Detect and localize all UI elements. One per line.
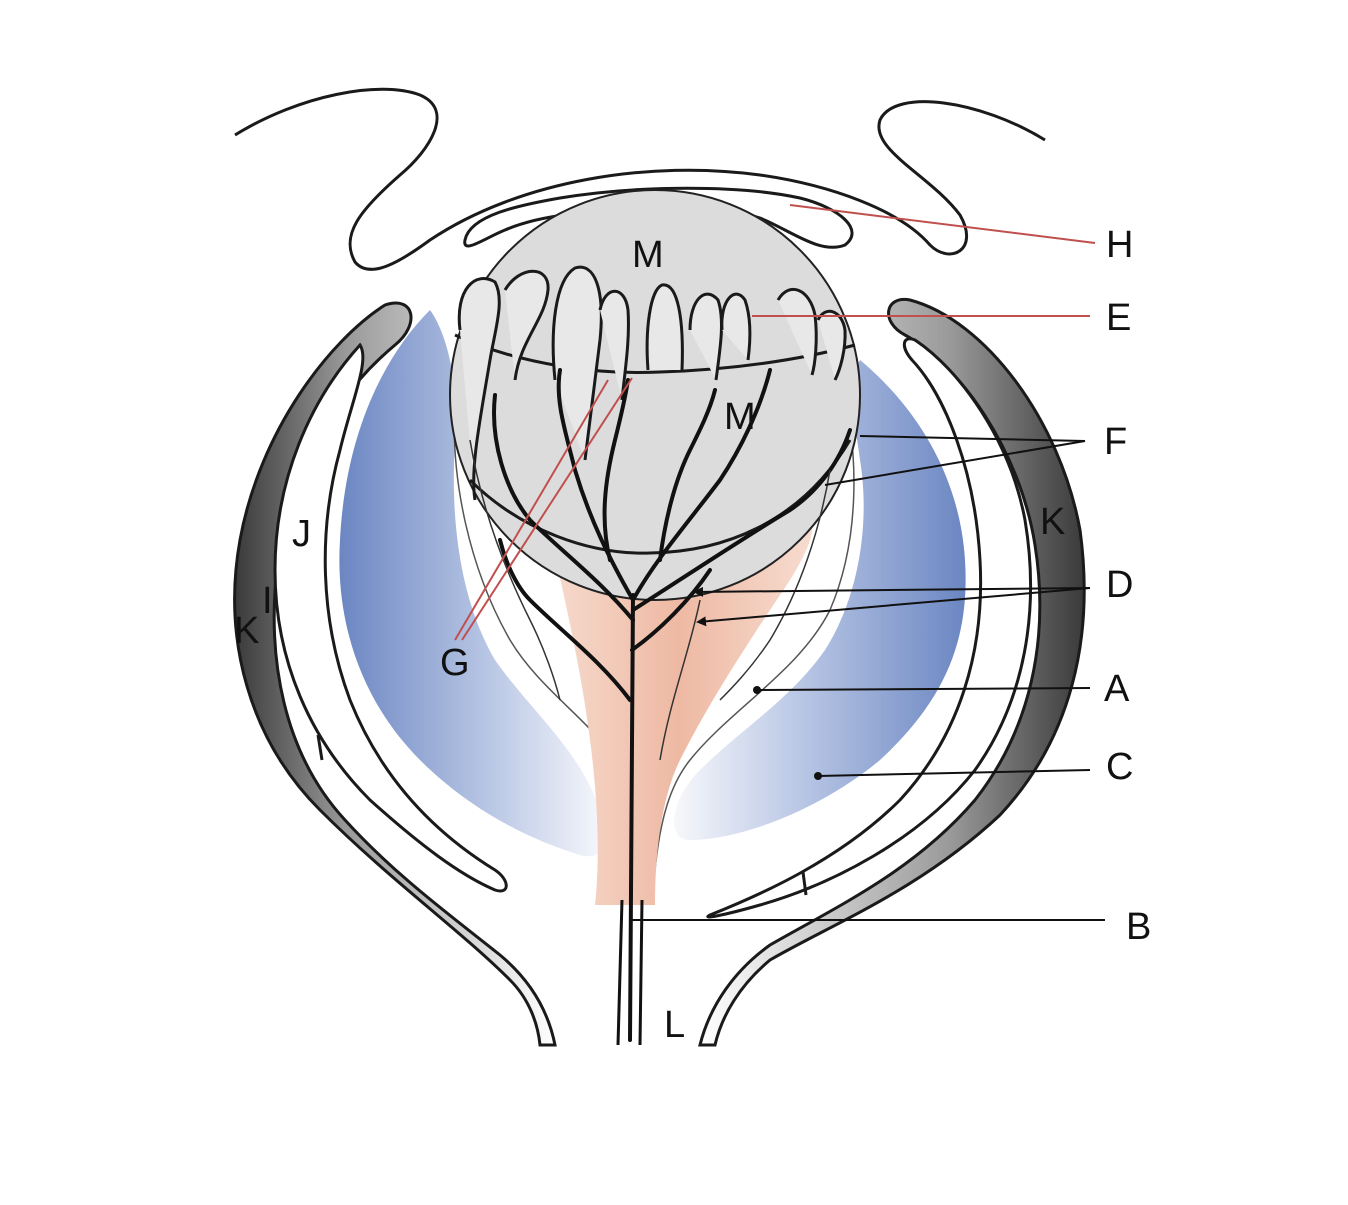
cavity-C-right [673, 360, 966, 840]
leader-C-dot [814, 772, 822, 780]
label-J: J [292, 513, 311, 555]
upper-fold-outline [234, 87, 1046, 271]
label-B: B [1126, 906, 1152, 948]
label-H: H [1106, 224, 1134, 266]
leader-G-2 [461, 377, 633, 641]
fold-J-left [273, 342, 508, 893]
head-M [449, 189, 861, 601]
vessel-tree [492, 368, 852, 1042]
stalk-A [545, 510, 813, 905]
fold-mark-I-right-lower [801, 871, 808, 896]
label-C: C [1106, 746, 1134, 788]
label-K-left: K [234, 610, 260, 652]
stalk-tube-L [616, 899, 644, 1046]
leader-A-dot [753, 686, 761, 694]
label-A: A [1104, 668, 1130, 710]
leader-lines [454, 204, 1105, 921]
label-M-top: M [632, 234, 664, 276]
label-E: E [1106, 297, 1132, 339]
head-lower-rim [468, 439, 852, 555]
leader-C [817, 769, 1091, 777]
leader-A [756, 687, 1091, 691]
label-D: D [1106, 564, 1134, 606]
shell-K-right [698, 297, 1086, 1047]
label-G: G [440, 642, 470, 684]
label-M-inner: M [724, 396, 756, 438]
cavity-C-left [339, 310, 605, 857]
leader-F-2 [824, 440, 1086, 486]
leader-D-2 [696, 587, 1091, 627]
label-K-right: K [1040, 501, 1066, 543]
leader-G-1 [454, 379, 609, 641]
label-I-left: I [262, 580, 273, 622]
fold-mark-I-left-lower [316, 734, 324, 761]
leader-F-1 [859, 435, 1086, 442]
leader-D-1 [693, 586, 1091, 597]
label-F: F [1104, 421, 1128, 463]
leader-H [789, 204, 1096, 244]
label-L: L [664, 1004, 686, 1046]
